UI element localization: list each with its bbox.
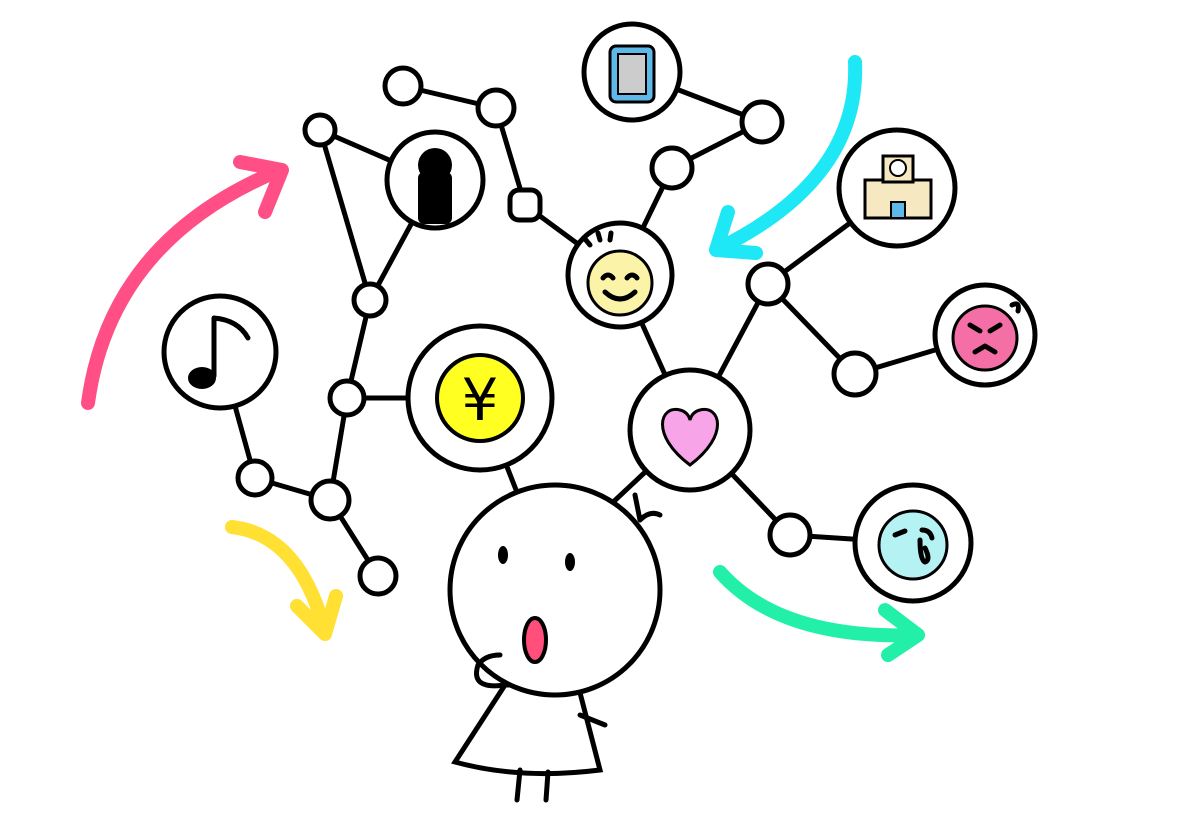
smile-face-node: [565, 220, 675, 330]
heart-node: [627, 367, 753, 493]
pink-arrow: [81, 155, 289, 410]
school-node: [836, 127, 958, 249]
cyan-arrow: [709, 55, 863, 260]
yen-coin-node: ¥: [405, 323, 555, 473]
green-arrow: [713, 565, 925, 662]
keyhole-person-node: [384, 129, 486, 231]
thinking-character: [447, 482, 663, 803]
small-nodes: [235, 65, 879, 597]
sad-face-node: [852, 482, 974, 604]
arrows: [81, 55, 925, 662]
music-note-node: [161, 293, 279, 411]
angry-face-node: [932, 282, 1038, 388]
phone-node: [581, 21, 683, 123]
yellow-arrow: [225, 520, 343, 641]
yen-symbol: ¥: [462, 366, 499, 434]
